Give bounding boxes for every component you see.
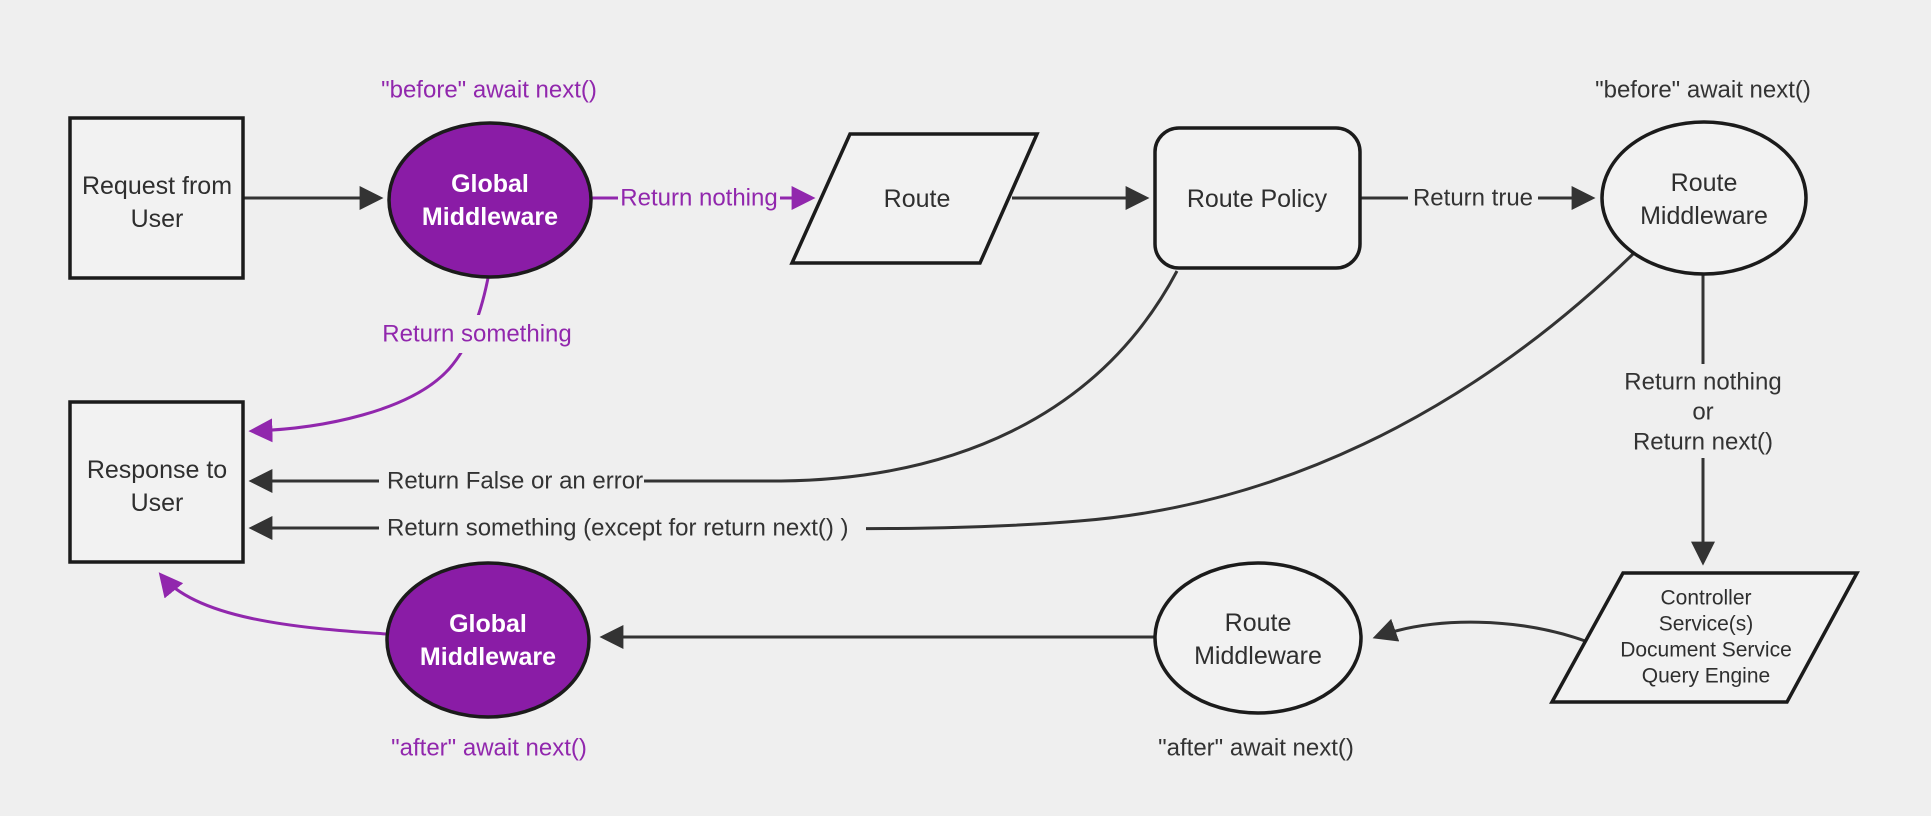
label-bg-return-something <box>382 315 572 353</box>
global-middleware-top-line1: Global <box>451 170 529 198</box>
request-label-line2: User <box>131 205 184 233</box>
edge-label-backgrounds <box>379 180 1788 546</box>
edge-route-policy-to-response-return-false <box>248 270 1179 493</box>
label-before-await-right: "before" await next() <box>1595 77 1811 104</box>
request-box <box>68 116 245 280</box>
node-global-middleware-top: Global Middleware <box>387 121 593 279</box>
node-route: Route <box>789 132 1040 265</box>
route-middleware-bottom-ellipse <box>1153 561 1363 715</box>
global-middleware-top-ellipse <box>387 121 593 279</box>
controller-line4: Query Engine <box>1642 665 1770 688</box>
route-policy-box <box>1153 126 1362 270</box>
label-return-nothing-or-line3: Return next() <box>1633 429 1773 456</box>
route-middleware-top-line1: Route <box>1671 169 1738 197</box>
label-return-true: Return true <box>1413 185 1533 212</box>
response-label-line2: User <box>131 489 184 517</box>
node-route-middleware-bottom: Route Middleware <box>1153 561 1363 715</box>
node-response-to-user: Response to User <box>68 400 245 564</box>
route-middleware-top-ellipse <box>1600 120 1808 276</box>
edge-global-middleware-to-response-return-something <box>248 272 491 443</box>
node-request-from-user: Request from User <box>68 116 245 280</box>
edge-controller-to-route-middleware-bottom <box>1372 618 1589 644</box>
node-route-policy: Route Policy <box>1153 126 1362 270</box>
route-label: Route <box>884 185 951 213</box>
label-bg-return-false <box>379 463 644 498</box>
controller-line2: Service(s) <box>1659 613 1754 636</box>
node-global-middleware-bottom: Global Middleware <box>385 561 591 719</box>
route-middleware-bottom-line1: Route <box>1225 609 1292 637</box>
route-middleware-top-line2: Middleware <box>1640 202 1768 230</box>
edge-labels: "before" await next() "before" await nex… <box>381 77 1811 762</box>
label-before-await-left: "before" await next() <box>381 77 597 104</box>
label-bg-return-nothing <box>618 180 780 216</box>
label-return-something-except: Return something (except for return next… <box>387 515 849 542</box>
route-parallelogram <box>789 132 1040 265</box>
response-label-line1: Response to <box>87 456 227 484</box>
label-bg-return-true <box>1408 180 1538 216</box>
global-middleware-bottom-line2: Middleware <box>420 643 556 671</box>
label-return-nothing: Return nothing <box>620 185 777 212</box>
controller-line3: Document Service <box>1620 639 1792 662</box>
label-return-nothing-or-line1: Return nothing <box>1624 369 1781 396</box>
label-after-await-right: "after" await next() <box>1158 735 1354 762</box>
response-box <box>68 400 245 564</box>
label-return-false: Return False or an error <box>387 468 643 495</box>
request-label-line1: Request from <box>82 172 232 200</box>
label-bg-return-something-except <box>379 510 866 546</box>
global-middleware-top-line2: Middleware <box>422 203 558 231</box>
global-middleware-bottom-line1: Global <box>449 610 527 638</box>
nodes: Request from User Global Middleware Rout… <box>68 116 1860 719</box>
controller-line1: Controller <box>1660 587 1751 610</box>
node-controller-services: Controller Service(s) Document Service Q… <box>1549 571 1860 704</box>
controller-parallelogram <box>1549 571 1860 704</box>
route-policy-label: Route Policy <box>1187 185 1328 213</box>
edge-global-middleware-bottom-to-response <box>158 572 388 636</box>
label-bg-return-nothing-or <box>1618 364 1788 458</box>
label-return-nothing-or-line2: or <box>1692 399 1713 426</box>
label-after-await-left: "after" await next() <box>391 735 587 762</box>
label-return-something: Return something <box>382 321 571 348</box>
node-route-middleware-top: Route Middleware <box>1600 120 1808 276</box>
global-middleware-bottom-ellipse <box>385 561 591 719</box>
route-middleware-bottom-line2: Middleware <box>1194 642 1322 670</box>
